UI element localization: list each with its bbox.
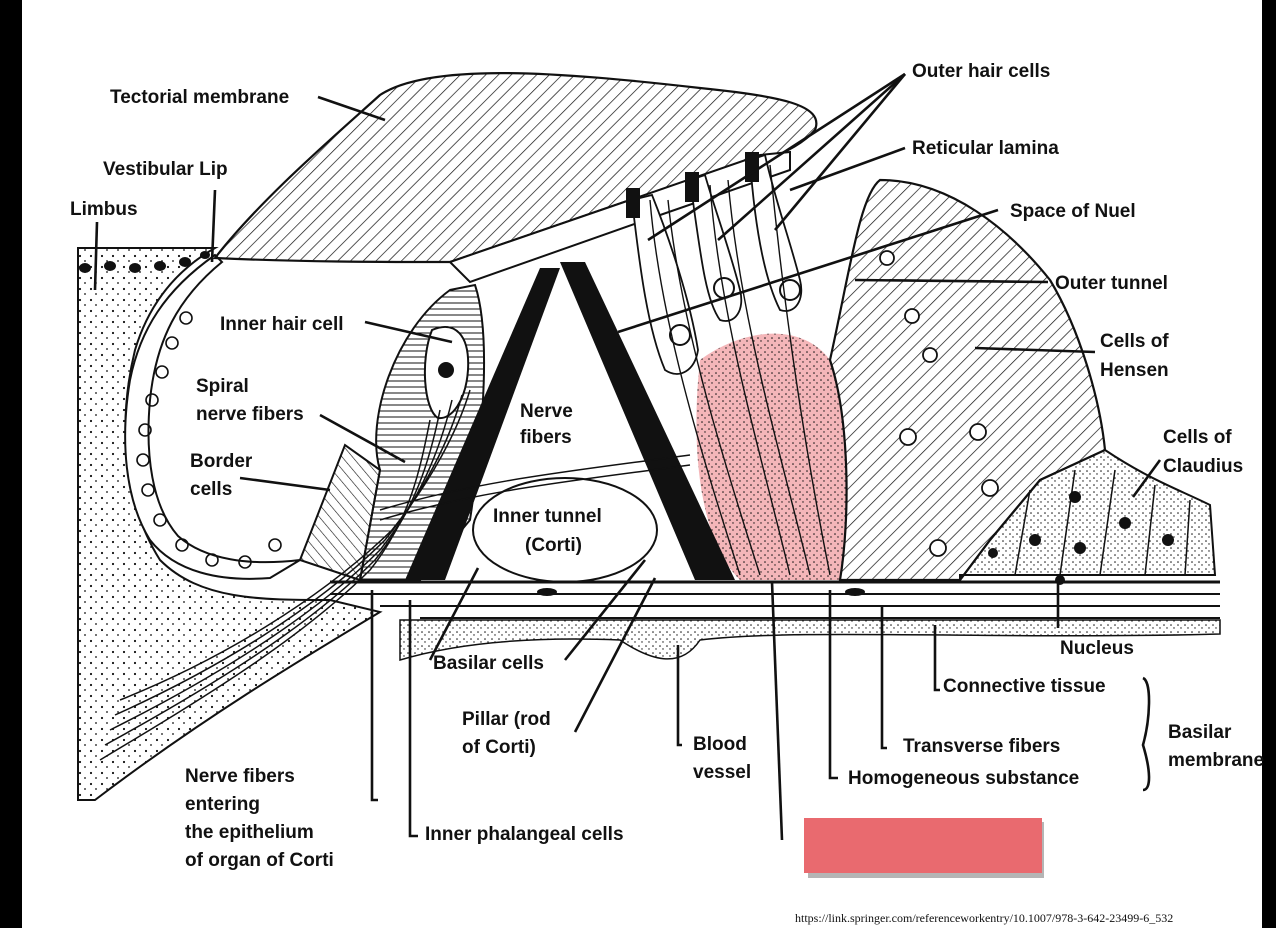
redaction-bar <box>804 818 1042 873</box>
label-basilar-membrane-2: membrane <box>1168 750 1264 771</box>
label-nerve-entering-2: entering <box>185 794 260 815</box>
label-space-of-nuel: Space of Nuel <box>1010 201 1136 222</box>
claudius-cell-nuclei <box>988 491 1174 558</box>
label-border-cells-2: cells <box>190 479 232 500</box>
label-cells-of-claudius-2: Claudius <box>1163 456 1243 477</box>
inner-pillar <box>405 268 560 580</box>
label-inner-hair-cell: Inner hair cell <box>220 314 344 335</box>
right-border <box>1262 0 1276 928</box>
hensen-cell-nuclei <box>879 250 999 557</box>
basilar-nucleus-2 <box>845 588 865 596</box>
claudius-cell-borders <box>1014 469 1191 576</box>
label-pillar-1: Pillar (rod <box>462 709 551 730</box>
nucleus-dot <box>1055 575 1065 585</box>
label-basilar-cells: Basilar cells <box>433 653 544 674</box>
label-vestibular-lip: Vestibular Lip <box>103 159 228 180</box>
label-spiral-nerve-fibers-2: nerve fibers <box>196 404 304 425</box>
label-basilar-membrane-1: Basilar <box>1168 722 1232 743</box>
label-spiral-nerve-fibers-1: Spiral <box>196 376 249 397</box>
claudius-cells <box>959 448 1217 583</box>
nerve-fiber-bundle <box>99 389 691 761</box>
label-nerve-entering-3: the epithelium <box>185 822 314 843</box>
outer-hair-cell-caps <box>626 152 759 218</box>
label-cells-of-claudius-1: Cells of <box>1163 427 1232 448</box>
label-inner-tunnel-1: Inner tunnel <box>493 506 602 527</box>
label-nerve-fibers-2: fibers <box>520 427 572 448</box>
label-inner-tunnel-2: (Corti) <box>525 535 582 556</box>
outer-pillar <box>560 262 735 580</box>
label-cells-of-hensen-1: Cells of <box>1100 331 1169 352</box>
basilar-nucleus-1 <box>537 588 557 596</box>
inner-tunnel <box>472 477 658 583</box>
inner-hair-cell-nucleus <box>438 362 454 378</box>
label-connective-tissue: Connective tissue <box>943 676 1106 697</box>
highlight-texture <box>696 333 847 580</box>
label-blood-vessel-1: Blood <box>693 734 747 755</box>
sulcus-cell-nuclei <box>136 311 282 569</box>
label-inner-phalangeal-cells: Inner phalangeal cells <box>425 824 624 845</box>
phalangeal-fibers <box>649 164 831 576</box>
limbus-tissue <box>77 247 383 801</box>
label-limbus: Limbus <box>70 199 138 220</box>
basilar-membrane <box>330 580 1220 619</box>
inner-hair-cell-region <box>358 283 486 581</box>
leader-lines <box>93 72 1162 841</box>
label-transverse-fibers: Transverse fibers <box>903 736 1060 757</box>
label-reticular-lamina: Reticular lamina <box>912 138 1059 159</box>
label-border-cells-1: Border <box>190 451 253 472</box>
source-url: https://link.springer.com/referenceworke… <box>795 911 1173 925</box>
limbus-surface-dots <box>79 251 210 273</box>
connective-tissue-layer <box>399 619 1221 662</box>
label-nerve-entering-4: of organ of Corti <box>185 850 334 871</box>
label-tectorial-membrane: Tectorial membrane <box>110 87 289 108</box>
left-border <box>0 0 22 928</box>
label-pillar-2: of Corti) <box>462 737 536 758</box>
label-homogeneous-substance: Homogeneous substance <box>848 768 1079 789</box>
label-nerve-fibers-1: Nerve <box>520 401 573 422</box>
label-outer-tunnel: Outer tunnel <box>1055 273 1168 294</box>
label-blood-vessel-2: vessel <box>693 762 751 783</box>
label-nucleus: Nucleus <box>1060 638 1134 659</box>
label-nerve-entering-1: Nerve fibers <box>185 766 295 787</box>
label-cells-of-hensen-2: Hensen <box>1100 360 1169 381</box>
label-outer-hair-cells: Outer hair cells <box>912 61 1050 82</box>
